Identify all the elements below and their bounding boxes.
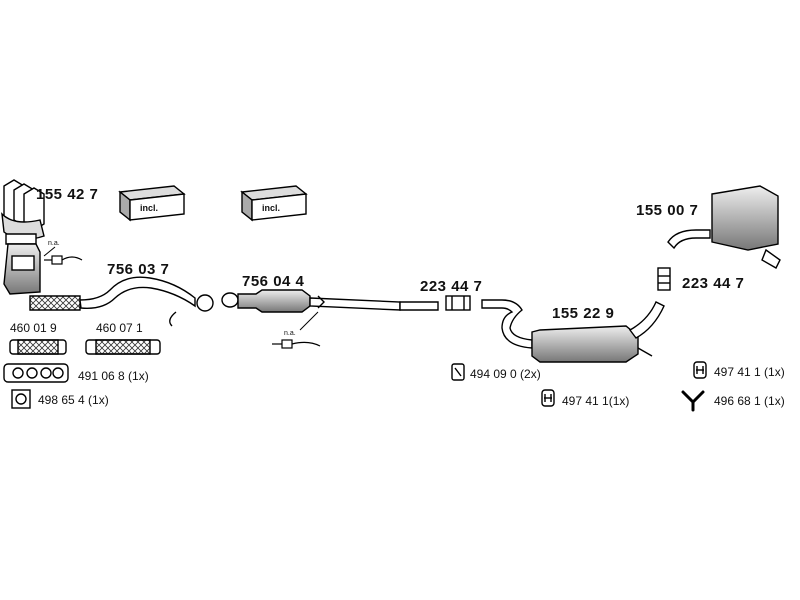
clamp-icon-494090 (451, 363, 465, 381)
na-note-left: n.a. (48, 240, 60, 247)
catalytic-converter (221, 289, 439, 313)
accessory-label-497411-a: 497 41 1(1x) (562, 394, 630, 408)
accessory-label-497411-b: 497 41 1 (1x) (714, 365, 785, 379)
na-pointer-mid (299, 311, 319, 331)
lambda-sensor-left (44, 255, 83, 265)
part-label-155229: 155 22 9 (552, 305, 615, 322)
flex-pipe-460019 (9, 339, 67, 355)
front-pipe (29, 276, 214, 327)
gasket-498654 (11, 389, 31, 409)
lambda-sensor-mid (272, 339, 321, 349)
part-label-756044: 756 04 4 (242, 273, 305, 290)
rear-silencer (667, 185, 781, 269)
clamp-right (657, 267, 671, 291)
part-label-155427: 155 42 7 (36, 186, 99, 203)
part-label-155007: 155 00 7 (636, 202, 699, 219)
part-label-223447-right: 223 44 7 (682, 275, 745, 292)
na-pointer-left (43, 246, 56, 257)
accessory-label-494090: 494 09 0 (2x) (470, 367, 541, 381)
clamp-middle (445, 295, 471, 311)
gasket-box-2 (240, 185, 308, 222)
part-label-223447-middle: 223 44 7 (420, 278, 483, 295)
accessory-label-491068: 491 06 8 (1x) (78, 369, 149, 383)
clamp-icon-497411-b (693, 361, 707, 379)
incl-note-1: incl. (140, 203, 159, 213)
flex-pipe-460071 (85, 339, 161, 355)
accessory-label-496681: 496 68 1 (1x) (714, 394, 785, 408)
manifold-catalyst (3, 243, 41, 295)
na-note-mid: n.a. (284, 330, 296, 337)
middle-silencer (481, 299, 665, 363)
hanger-icon-496681 (681, 390, 705, 412)
part-label-460019: 460 01 9 (10, 321, 57, 335)
gasket-491068 (3, 363, 69, 383)
gasket-box-1 (118, 185, 186, 222)
incl-note-2: incl. (262, 203, 281, 213)
exhaust-manifold (1, 179, 45, 245)
clamp-icon-497411-a (541, 389, 555, 407)
part-label-460071: 460 07 1 (96, 321, 143, 335)
part-label-756037: 756 03 7 (107, 261, 170, 278)
accessory-label-498654: 498 65 4 (1x) (38, 393, 109, 407)
